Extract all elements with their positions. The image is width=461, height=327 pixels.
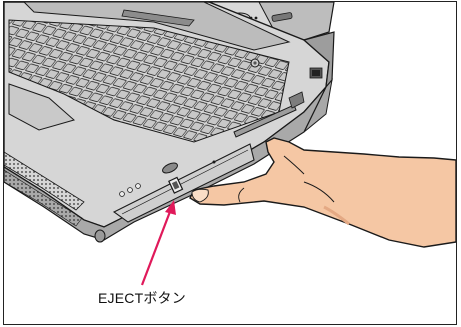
- figure-frame: EJECTボタン: [3, 1, 457, 325]
- eject-button-label: EJECTボタン: [98, 288, 186, 308]
- laptop-eject-illustration: [4, 2, 456, 324]
